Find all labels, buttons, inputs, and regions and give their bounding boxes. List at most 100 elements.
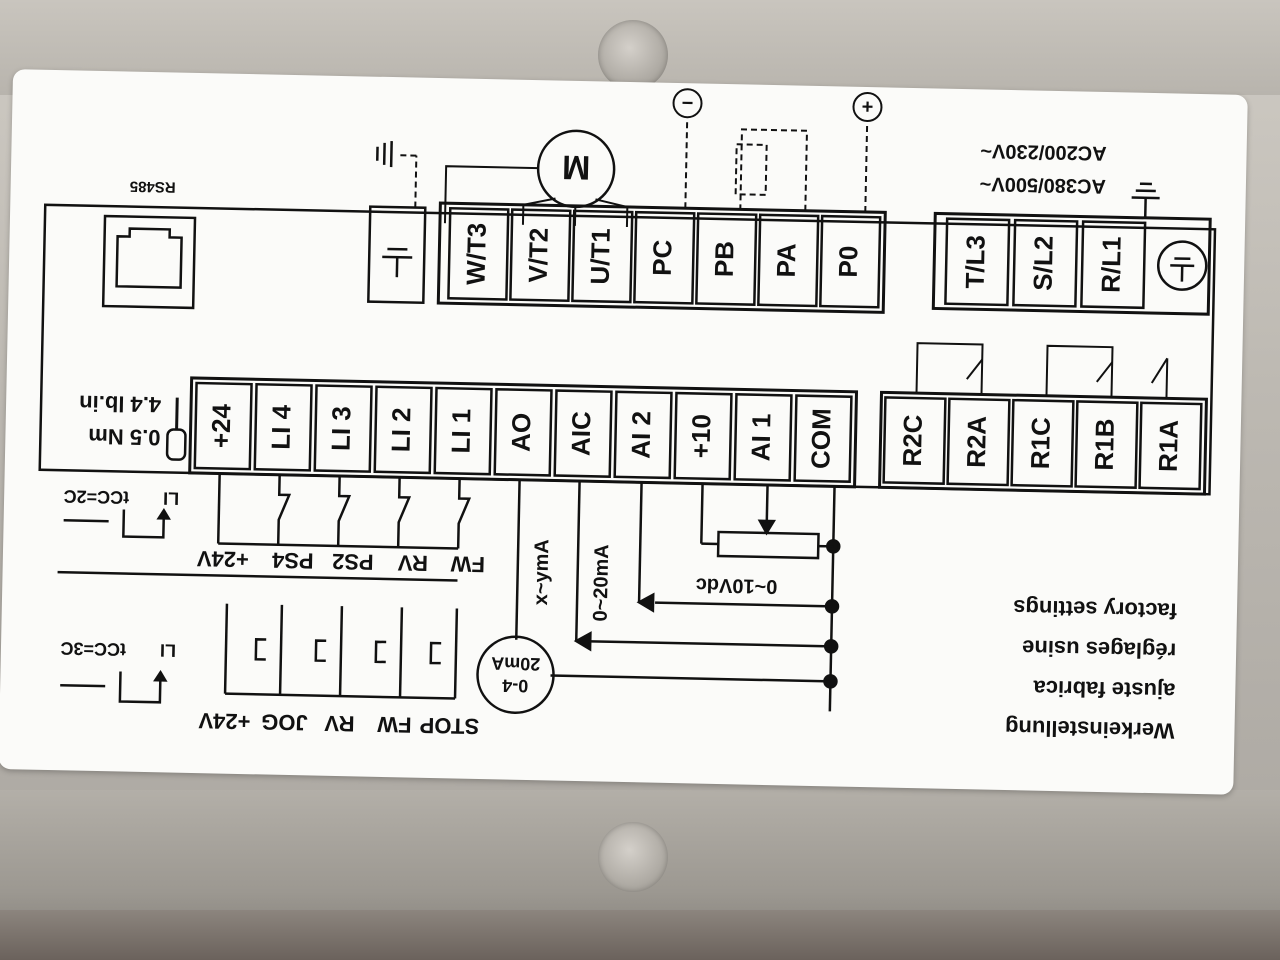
- power-input-terminal-0: R/L1: [1080, 220, 1147, 310]
- motor-terminal-0: U/T1: [571, 209, 634, 304]
- power-input-terminal-1-label: S/L2: [1028, 235, 1059, 291]
- com-bus: [823, 486, 841, 712]
- dc-terminal-1-label: PA: [771, 243, 802, 278]
- settings-line2: ajuste fabrica: [1032, 676, 1175, 704]
- dc-terminal-2-label: PB: [709, 241, 740, 278]
- control-terminal-7: LI 2: [373, 385, 433, 475]
- relay-terminal-1: R1B: [1074, 400, 1139, 489]
- rs485-label: RS485: [130, 178, 176, 196]
- ground-terminal: [367, 205, 427, 305]
- motor-terminal-1: V/T2: [509, 208, 572, 303]
- power-input-terminal-2: T/L3: [944, 217, 1011, 307]
- inputs-2c-label-1: RV: [397, 550, 428, 576]
- control-terminal-4-label: AIC: [565, 411, 596, 457]
- relay-terminal-1-label: R1B: [1089, 418, 1120, 471]
- control-terminal-10-label: +24: [206, 403, 237, 448]
- control-terminal-9-label: LI 4: [266, 404, 297, 450]
- relay-terminal-strip: R1A R1B R1C R2A R2C: [877, 390, 1208, 496]
- relay-terminal-0-label: R1A: [1153, 419, 1184, 472]
- aic-wire: [573, 481, 832, 652]
- power-input-terminal-1: S/L2: [1012, 218, 1079, 308]
- aic-range: 0~20mA: [590, 544, 614, 622]
- dc-terminal-3-label: PC: [647, 239, 678, 276]
- switch-bank-2c: [216, 473, 472, 550]
- li-2c: LI: [163, 488, 179, 508]
- dc-terminal-0-label: P0: [833, 245, 864, 277]
- enclosure-shadow: [0, 910, 1280, 960]
- inputs-3c-label-4: +24V: [198, 708, 251, 734]
- screwdriver-icon: [165, 397, 187, 461]
- relay-terminal-2-label: R1C: [1025, 417, 1056, 470]
- control-terminal-3: AI 2: [613, 390, 673, 480]
- inputs-2c-label-0: FW: [450, 551, 485, 577]
- control-terminal-8-label: LI 3: [326, 406, 357, 451]
- svg-text:−: −: [681, 91, 693, 113]
- latch-3c: [60, 669, 168, 704]
- relay-terminal-4-label: R2C: [897, 414, 928, 467]
- supply-ground-icon: [1131, 182, 1160, 218]
- control-terminal-1: AI 1: [733, 393, 793, 482]
- torque-nm: 0.5 Nm: [88, 424, 161, 451]
- dc-bus-wiring: [684, 118, 869, 212]
- control-terminal-0-label: COM: [805, 408, 836, 469]
- mode-2c: tCC=2C: [63, 486, 129, 507]
- ai2-wire: [636, 482, 833, 613]
- dc-terminal-1: PA: [757, 213, 820, 308]
- dc-terminal-3: PC: [633, 210, 696, 305]
- ao-wire: [476, 479, 831, 715]
- relay-terminal-2: R1C: [1010, 398, 1075, 488]
- relay-terminal-3-label: R2A: [961, 415, 992, 468]
- wiring-diagram: COM AI 1 +10 AI 2 AIC AO LI 1 LI 2 LI 3 LI 4 +24 R…: [38, 88, 1217, 744]
- switch-bank-3c: [223, 603, 459, 700]
- earth-icon: [1156, 240, 1208, 291]
- inputs-2c-label-2: PS2: [332, 549, 374, 575]
- settings-line3: réglages usine: [1022, 635, 1177, 663]
- control-terminal-5: AO: [493, 388, 553, 477]
- control-terminal-2: +10: [673, 391, 733, 481]
- control-terminal-strip: COM AI 1 +10 AI 2 AIC AO LI 1 LI 2 LI 3 LI 4 +24: [188, 376, 859, 489]
- supply-230: AC200/230V~: [980, 139, 1107, 164]
- latch-2c: [63, 507, 171, 539]
- inputs-3c-label-1: FW: [377, 712, 412, 738]
- inputs-2c-label-3: PS4: [271, 548, 314, 574]
- dc-terminal-0: P0: [819, 214, 882, 309]
- power-input-terminal-2-label: T/L3: [960, 235, 991, 289]
- control-terminal-7-label: LI 2: [386, 407, 417, 452]
- chassis-ground: [398, 154, 418, 208]
- control-terminal-6-label: LI 1: [446, 408, 477, 453]
- inputs-3c-label-2: RV: [324, 711, 355, 737]
- li-3c: LI: [160, 640, 176, 660]
- potentiometer: [700, 483, 834, 560]
- relay-terminal-0: R1A: [1138, 401, 1203, 491]
- svg-text:M: M: [562, 148, 591, 187]
- motor-terminal-0-label: U/T1: [585, 228, 616, 285]
- relay-terminal-3: R2A: [946, 397, 1011, 487]
- control-terminal-4: AIC: [553, 389, 613, 478]
- settings-line1: Werkeinstellung: [1005, 715, 1175, 744]
- supply-380: AC380/500V~: [979, 172, 1106, 197]
- relay-terminal-4: R2C: [882, 396, 947, 485]
- control-terminal-10: +24: [193, 381, 253, 471]
- control-terminal-2-label: +10: [685, 414, 716, 459]
- dc-minus-terminal: −: [672, 88, 703, 119]
- control-terminal-8: LI 3: [313, 384, 373, 473]
- settings-line4: factory settings: [1013, 595, 1177, 623]
- label-content: COM AI 1 +10 AI 2 AIC AO LI 1 LI 2 LI 3 LI 4 +24 R…: [0, 69, 1248, 795]
- inputs-2c-label-4: +24V: [196, 546, 249, 572]
- power-input-terminal-0-label: R/L1: [1096, 236, 1127, 293]
- mode-3c: tCC=3C: [60, 638, 126, 659]
- dc-terminal-2: PB: [695, 212, 758, 306]
- screw-hole-bottom: [598, 822, 668, 892]
- inputs-3c-label-3: JOG: [261, 709, 308, 735]
- control-terminal-5-label: AO: [506, 413, 537, 453]
- relay-contacts: [915, 342, 1169, 399]
- svg-text:+: +: [861, 95, 873, 117]
- dc-plus-terminal: +: [852, 92, 883, 123]
- wiring-label: COM AI 1 +10 AI 2 AIC AO LI 1 LI 2 LI 3 LI 4 +24 R…: [0, 69, 1248, 795]
- rs485-port: [101, 214, 197, 310]
- meter-top: 0-4: [502, 675, 528, 696]
- separator-line: [57, 570, 458, 582]
- meter-bottom: 20mA: [491, 653, 540, 674]
